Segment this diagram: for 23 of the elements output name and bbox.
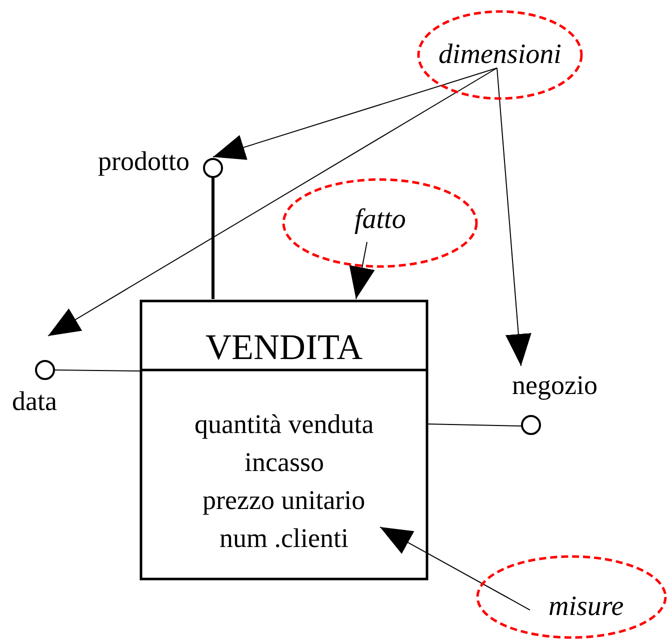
measure-label: prezzo unitario xyxy=(202,486,366,514)
connector-line xyxy=(428,424,522,426)
attribute-label: data xyxy=(12,388,57,415)
dashed-ellipse xyxy=(476,555,667,639)
connector-line xyxy=(212,178,214,299)
arrow xyxy=(496,68,532,366)
dashed-ellipse xyxy=(417,10,583,100)
fact-table-box xyxy=(140,300,428,580)
entity-title: VENDITA xyxy=(206,329,363,365)
ellipse-label: fatto xyxy=(354,206,406,234)
arrow xyxy=(48,68,498,336)
ellipse-label: dimensioni xyxy=(438,41,562,69)
arrow xyxy=(349,242,375,300)
arrow xyxy=(380,526,530,610)
measure-label: num .clienti xyxy=(220,524,348,552)
arrow xyxy=(212,68,498,160)
connector-line xyxy=(54,370,140,372)
measure-label: quantità venduta xyxy=(194,410,374,438)
ellipse-label: misure xyxy=(548,593,624,621)
attribute-label: prodotto xyxy=(98,148,190,175)
attribute-label: negozio xyxy=(512,372,598,399)
measure-label: incasso xyxy=(244,448,324,476)
dashed-ellipse xyxy=(282,178,478,268)
